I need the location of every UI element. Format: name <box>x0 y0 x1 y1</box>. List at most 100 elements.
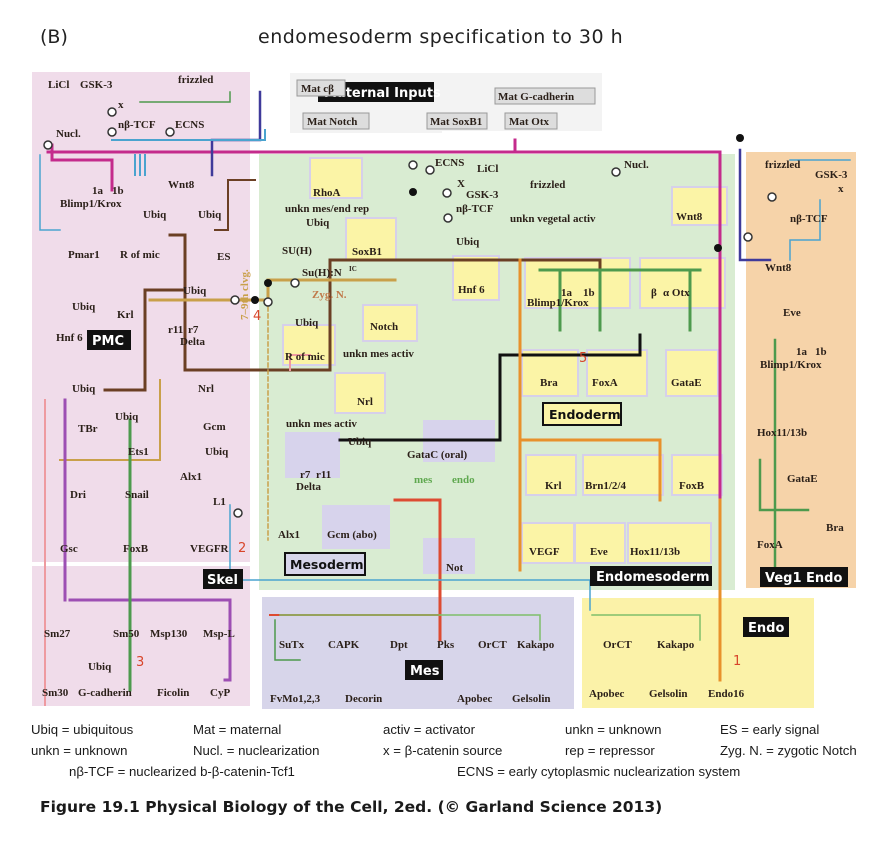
skel-tag: Skel <box>207 573 238 588</box>
pmc-labels: LiCl GSK-3 frizzled x nβ-TCF ECNS Nucl. … <box>48 74 251 555</box>
svg-text:OrCT: OrCT <box>603 639 632 651</box>
mat-g-cadherin: Mat G-cadherin <box>498 91 574 103</box>
svg-text:Wnt8: Wnt8 <box>765 262 792 274</box>
svg-text:Kakapo: Kakapo <box>517 639 555 651</box>
svg-text:frizzled: frizzled <box>765 159 800 171</box>
svg-text:Ubiq: Ubiq <box>72 301 96 313</box>
svg-text:Nrl: Nrl <box>357 396 373 408</box>
svg-text:Gsc: Gsc <box>60 543 78 555</box>
maternal-inputs: Mat cβ Mat Notch Mat SoxB1 Mat Otx Mat G… <box>296 79 596 130</box>
svg-text:Kakapo: Kakapo <box>657 639 695 651</box>
svg-text:5: 5 <box>579 351 587 366</box>
svg-text:IC: IC <box>349 265 357 273</box>
svg-text:Not: Not <box>446 562 463 574</box>
svg-text:Zyg. N.: Zyg. N. <box>312 289 347 301</box>
svg-text:Gcm: Gcm <box>203 421 226 433</box>
svg-text:Ets1: Ets1 <box>128 446 149 458</box>
svg-text:Dri: Dri <box>70 489 86 501</box>
mat-otx: Mat Otx <box>509 116 550 128</box>
svg-text:CAPK: CAPK <box>328 639 360 651</box>
legend-nucl: Nucl. = nuclearization <box>193 743 320 758</box>
svg-text:LiCl: LiCl <box>477 163 498 175</box>
svg-text:Apobec: Apobec <box>457 693 493 705</box>
gene-regulatory-network: Maternal Inputs PMC Skel Mesoderm Endode… <box>32 72 856 709</box>
svg-text:Eve: Eve <box>783 307 801 319</box>
mat-cb: Mat cβ <box>301 83 334 95</box>
svg-text:Dpt: Dpt <box>390 639 408 651</box>
svg-text:1a: 1a <box>92 185 104 197</box>
svg-text:unkn mes/end rep: unkn mes/end rep <box>285 203 369 215</box>
svg-text:Pks: Pks <box>437 639 455 651</box>
svg-text:1b: 1b <box>583 287 595 299</box>
svg-text:G-cadherin: G-cadherin <box>78 687 132 699</box>
svg-text:Hox11/13b: Hox11/13b <box>757 427 807 439</box>
svg-text:Msp130: Msp130 <box>150 628 188 640</box>
legend-mat: Mat = maternal <box>193 722 282 737</box>
veg1-labels: frizzled GSK-3 x nβ-TCF Wnt8 Eve 1a 1b B… <box>757 159 848 551</box>
svg-text:R of mic: R of mic <box>285 351 325 363</box>
svg-text:β: β <box>651 287 657 299</box>
svg-text:Msp-L: Msp-L <box>203 628 235 640</box>
svg-text:Ubiq: Ubiq <box>115 411 139 423</box>
mes-labels: SuTx CAPK Dpt Pks OrCT Kakapo FvMo1,2,3 … <box>270 639 555 705</box>
svg-text:Nrl: Nrl <box>198 383 214 395</box>
mesoderm-tag: Mesoderm <box>290 557 364 572</box>
svg-text:GataE: GataE <box>671 377 702 389</box>
svg-text:Eve: Eve <box>590 546 608 558</box>
legend-ecns: ECNS = early cytoplasmic nuclearization … <box>457 764 741 779</box>
mat-notch: Mat Notch <box>307 116 357 128</box>
svg-text:L1: L1 <box>213 496 226 508</box>
svg-text:Wnt8: Wnt8 <box>676 211 703 223</box>
svg-text:frizzled: frizzled <box>530 179 565 191</box>
maternal-inputs-tag: Maternal Inputs <box>324 86 441 101</box>
svg-text:Su(H):N: Su(H):N <box>302 267 342 279</box>
svg-text:Sm27: Sm27 <box>44 628 71 640</box>
svg-text:Sm30: Sm30 <box>42 687 69 699</box>
svg-text:x: x <box>118 99 124 111</box>
endo-tag: Endo <box>748 621 784 636</box>
svg-text:Blimp1/Krox: Blimp1/Krox <box>527 297 589 309</box>
junction-dots <box>251 134 744 304</box>
region-tags: Maternal Inputs PMC Skel Mesoderm Endode… <box>87 82 848 680</box>
svg-text:Hnf 6: Hnf 6 <box>458 284 485 296</box>
svg-text:α Otx: α Otx <box>663 287 690 299</box>
legend-ubiq: Ubiq = ubiquitous <box>31 722 134 737</box>
svg-text:Notch: Notch <box>370 321 398 333</box>
svg-text:Ubiq: Ubiq <box>348 436 372 448</box>
legend-activ: activ = activator <box>383 722 475 737</box>
svg-text:unkn mes activ: unkn mes activ <box>286 418 357 430</box>
legend-unkn-2: unkn = unknown <box>565 722 662 737</box>
svg-text:TBr: TBr <box>78 423 98 435</box>
svg-text:Ubiq: Ubiq <box>295 317 319 329</box>
veg1-region <box>746 152 856 588</box>
figure-caption: Figure 19.1 Physical Biology of the Cell… <box>40 798 663 816</box>
svg-text:Gelsolin: Gelsolin <box>649 688 688 700</box>
endo-region <box>582 598 814 708</box>
svg-text:Ubiq: Ubiq <box>183 285 207 297</box>
svg-text:r7: r7 <box>300 469 311 481</box>
svg-text:GSK-3: GSK-3 <box>466 189 499 201</box>
svg-text:LiCl: LiCl <box>48 79 69 91</box>
mat-soxb1: Mat SoxB1 <box>430 116 482 128</box>
svg-text:Snail: Snail <box>125 489 149 501</box>
legend-x: x = β-catenin source <box>383 743 503 758</box>
pmc-tag: PMC <box>92 334 124 349</box>
svg-text:Brn1/2/4: Brn1/2/4 <box>585 480 626 492</box>
svg-text:Alx1: Alx1 <box>180 471 202 483</box>
veg1-endo-tag: Veg1 Endo <box>765 571 842 586</box>
svg-text:R of mic: R of mic <box>120 249 160 261</box>
legend-zygn: Zyg. N. = zygotic Notch <box>720 743 857 758</box>
svg-text:ECNS: ECNS <box>175 119 204 131</box>
svg-text:2: 2 <box>238 541 246 556</box>
svg-text:RhoA: RhoA <box>313 187 341 199</box>
regulatory-links <box>39 90 851 706</box>
svg-text:Blimp1/Krox: Blimp1/Krox <box>760 359 822 371</box>
svg-text:4: 4 <box>253 309 261 324</box>
svg-text:frizzled: frizzled <box>178 74 213 86</box>
svg-text:mes: mes <box>414 474 433 486</box>
svg-text:r11: r11 <box>316 469 331 481</box>
svg-text:Ubiq: Ubiq <box>88 661 112 673</box>
svg-text:endo: endo <box>452 474 475 486</box>
svg-text:Decorin: Decorin <box>345 693 382 705</box>
svg-text:FvMo1,2,3: FvMo1,2,3 <box>270 693 321 705</box>
